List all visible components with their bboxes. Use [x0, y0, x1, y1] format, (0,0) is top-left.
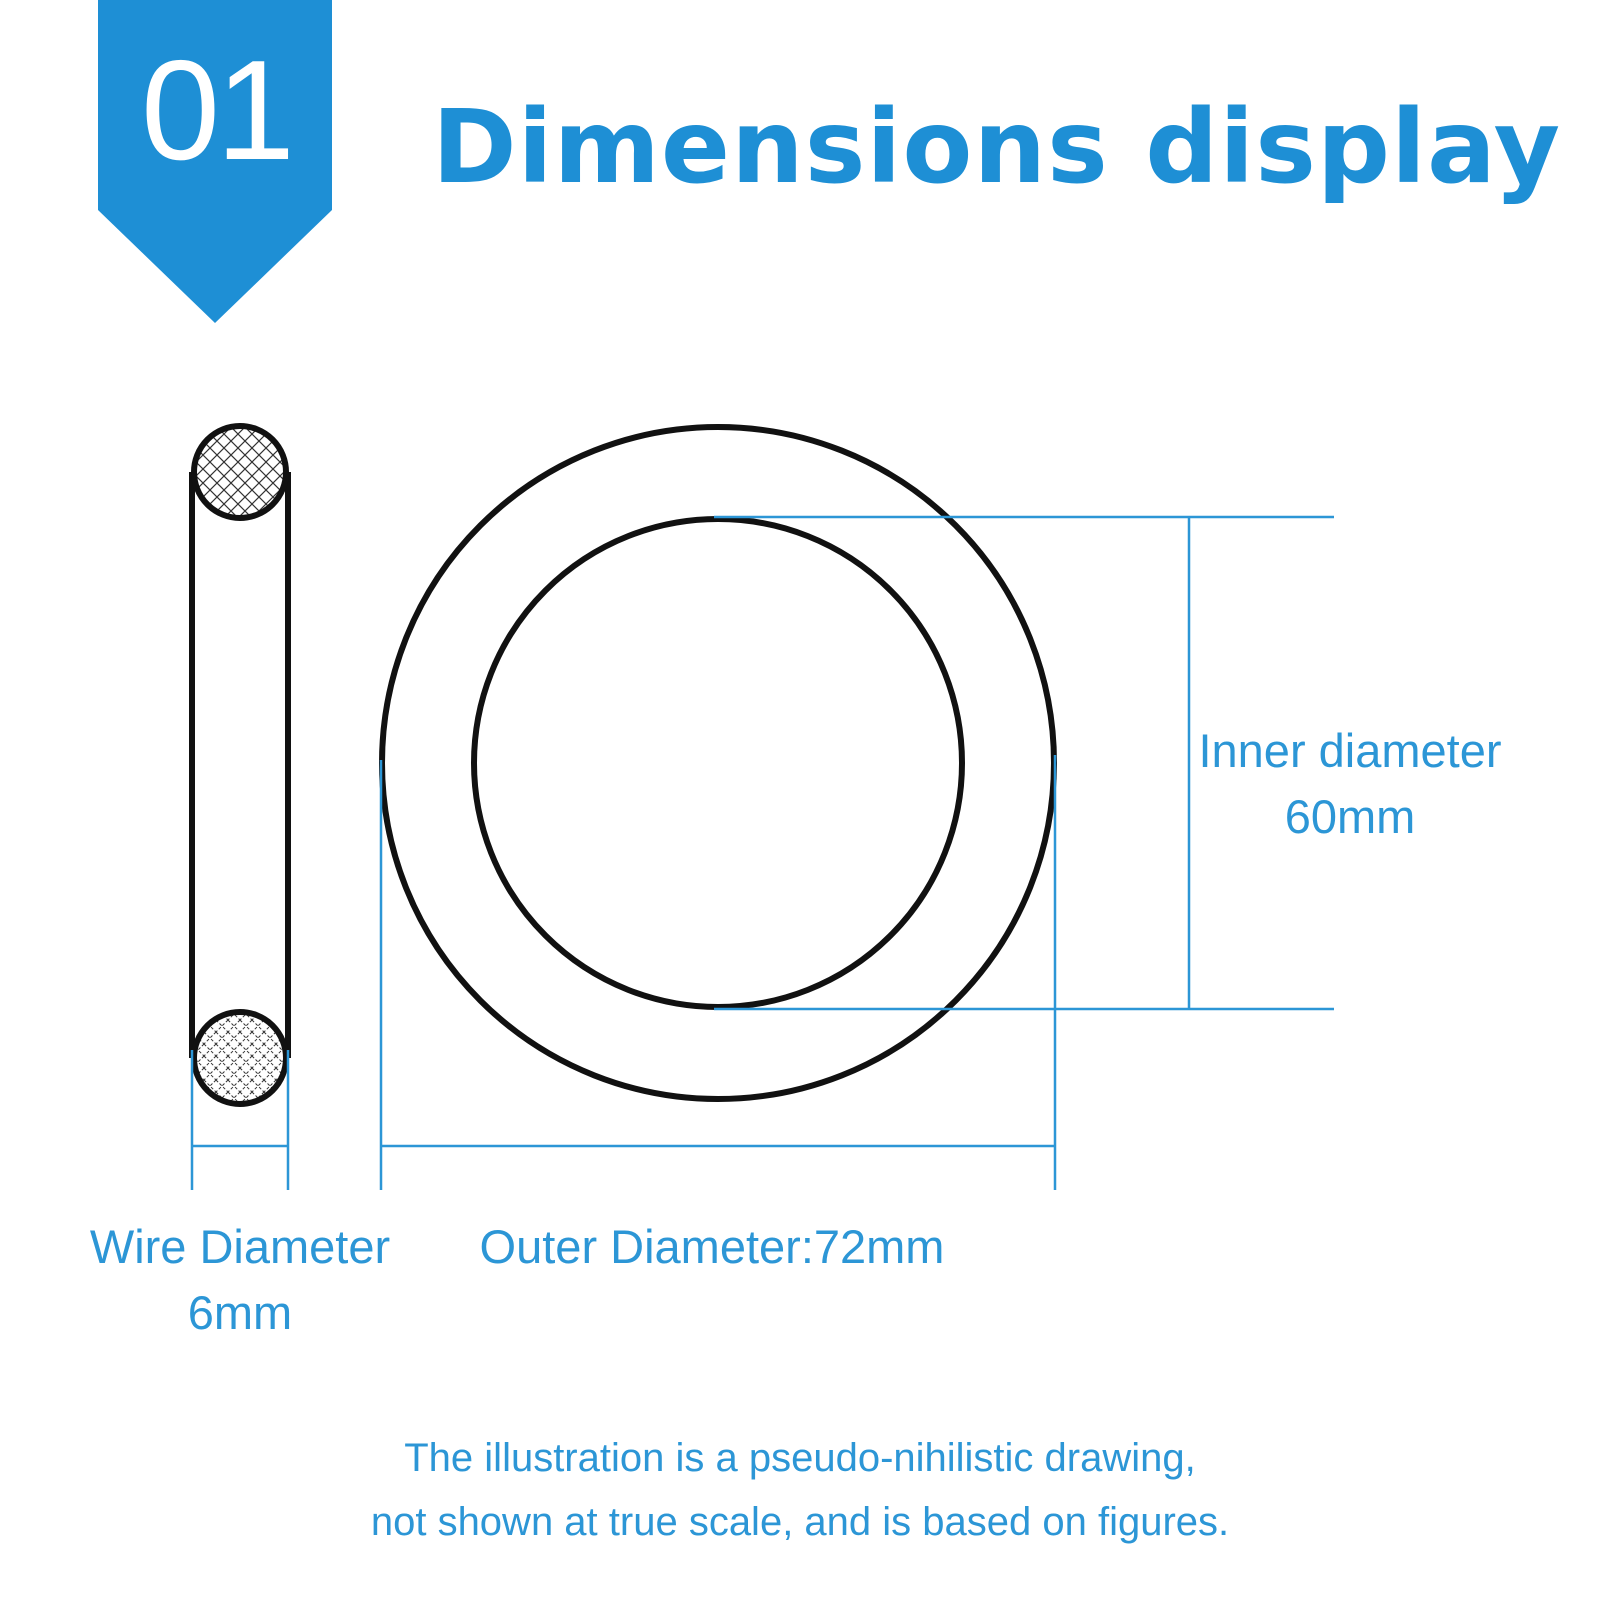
inner-diameter-label: Inner diameter 60mm	[1180, 718, 1520, 850]
badge-number: 01	[141, 31, 295, 190]
inner-diameter-value: 60mm	[1284, 790, 1416, 843]
page-title: Dimensions display	[432, 88, 1562, 207]
ring-front-view	[379, 424, 1057, 1102]
wire-diameter-title: Wire Diameter	[89, 1220, 391, 1273]
outer-circle	[379, 424, 1057, 1102]
inner-circle	[471, 516, 965, 1010]
wire-cross-section-bottom	[191, 1009, 289, 1107]
scale-disclaimer: The illustration is a pseudo-nihilistic …	[200, 1426, 1400, 1554]
wire-cross-section-top	[191, 423, 289, 521]
ring-side-view	[189, 423, 291, 1107]
wire-diameter-value: 6mm	[187, 1286, 293, 1339]
inner-diameter-title: Inner diameter	[1198, 724, 1502, 777]
disclaimer-line-1: The illustration is a pseudo-nihilistic …	[404, 1436, 1196, 1480]
dimension-lines	[190, 515, 1334, 1190]
outer-diameter-label: Outer Diameter:72mm	[479, 1220, 945, 1273]
wire-diameter-label: Wire Diameter 6mm	[70, 1214, 410, 1346]
disclaimer-line-2: not shown at true scale, and is based on…	[370, 1500, 1230, 1544]
